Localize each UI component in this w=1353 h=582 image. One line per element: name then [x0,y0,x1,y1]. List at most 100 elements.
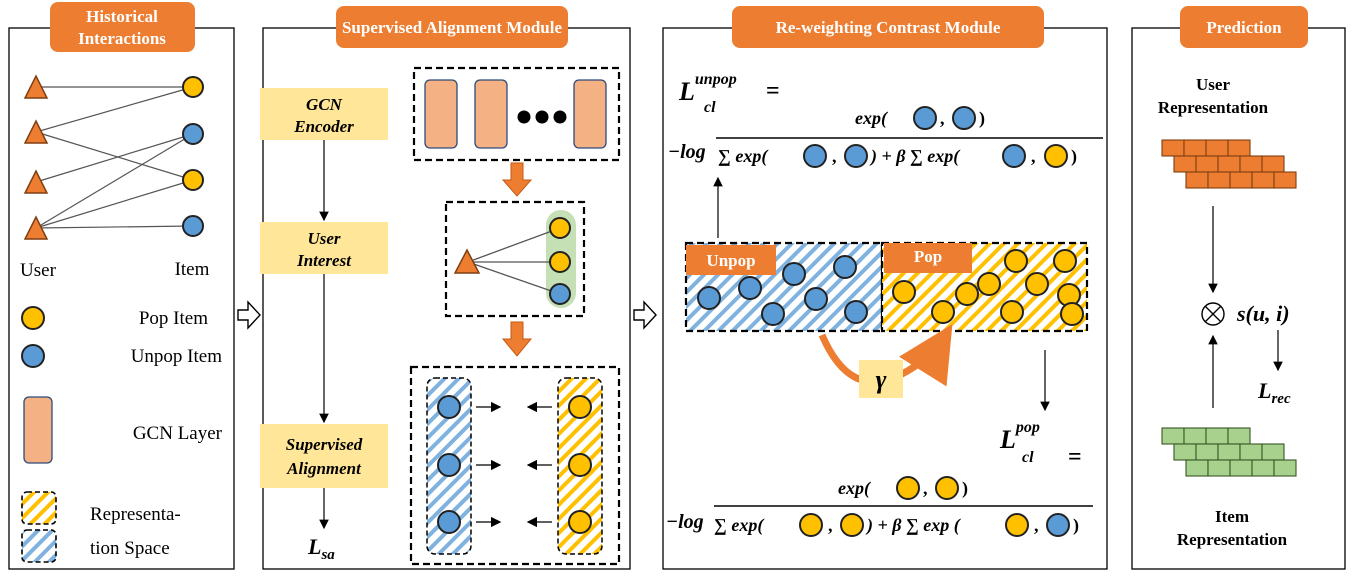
contrast-title: Re-weighting Contrast Module [776,18,1001,37]
score-function: s(u, i) [1236,301,1290,326]
user-rep-line1: User [1196,75,1230,94]
orange-down-arrow-1 [501,162,533,197]
gamma-box [859,360,903,398]
interaction-edges [35,86,194,229]
numer-unpop-b [952,106,976,130]
loss-cl-unpop-sub: cl [704,99,716,116]
unpop-nodes [697,255,868,326]
ellipsis-dot-2 [535,110,549,124]
denom1-comma-1: , [832,146,837,166]
unpop-tag [686,245,776,275]
panel-prediction: Prediction User Representation s(u, i) L… [1131,6,1346,570]
denom1-unpop-c [1002,144,1026,168]
user-embedding-blocks [1161,139,1297,189]
loss-cl-pop: Lpop [999,419,1040,454]
denom-plus-beta-1: ) + β ∑ exp( [869,146,961,167]
legend-user-label: User [20,260,57,281]
denom2-pop-c [1005,513,1029,537]
item-embedding-blocks [1161,427,1297,477]
align-pop-3 [568,510,592,534]
historical-title-line1: Historical [86,7,158,26]
loss-sa: Lsa [307,534,335,563]
supervised-alignment-box [260,424,388,488]
alignment-arrows [476,401,552,528]
item-node-1 [182,76,204,98]
user-rep-line2: Representation [1158,98,1269,117]
loss-cl-pop-sub: cl [1022,449,1034,466]
prediction-title: Prediction [1206,18,1282,37]
item-rep-line1: Item [1215,507,1249,526]
gcn-encoder-line1: GCN [306,95,343,114]
panel-supervised-alignment: Supervised Alignment Module GCN Encoder … [260,6,631,570]
legend-unpop-item: Unpop Item [131,346,223,367]
equals-1: = [766,78,780,104]
numer-exp-1: exp( [855,108,889,129]
item-rep-line2: Representation [1177,530,1288,549]
neg-log-1: −log [668,141,706,163]
gcn-layer-2 [474,79,508,149]
align-unpop-2 [437,453,461,477]
panel-contrast: Re-weighting Contrast Module Lunpop cl =… [662,6,1108,570]
denom1-unpop-b [844,144,868,168]
denom-plus-beta-2: ) + β ∑ exp ( [865,515,962,536]
sup-align-line2: Alignment [286,459,362,478]
denom2-comma-1: , [828,515,833,535]
supervised-title-badge [336,6,568,48]
item-node-3 [182,169,204,191]
gcn-encoder-line2: Encoder [293,117,354,136]
interest-item-2 [549,251,571,273]
user-node-1 [23,74,49,99]
numer-exp-2: exp( [838,478,872,499]
user-node-2 [23,119,49,144]
flow-arrow-2 [633,300,657,330]
numer-close-1: ) [979,108,985,129]
denom2-pop-a [799,513,823,537]
gamma-symbol: γ [876,365,887,394]
flow-arrow-1 [237,300,261,330]
neg-log-2: −log [666,511,704,533]
item-node-4 [182,215,204,237]
pop-item-icon [21,306,45,330]
denom1-close: ) [1071,146,1077,167]
align-pop-2 [568,453,592,477]
orange-down-arrow-2 [501,321,533,357]
ellipsis-dot-1 [517,110,531,124]
numer2-pop-a [896,476,920,500]
numer-unpop-a [913,106,937,130]
interest-user-node [453,248,481,274]
denom1-pop [1044,144,1068,168]
contrast-title-badge [732,6,1044,48]
numer2-pop-b [935,476,959,500]
legend-rep-line2: tion Space [90,538,170,559]
loss-rec: Lrec [1257,378,1291,407]
historical-title-badge [50,2,195,52]
gcn-layer-icon [23,396,53,464]
align-unpop-3 [437,510,461,534]
equals-2: = [1068,444,1082,470]
pop-nodes [892,249,1084,326]
pop-tag [884,243,972,273]
denom2-pop-b [840,513,864,537]
pop-tag-label: Pop [914,247,942,266]
gcn-layer-1 [424,79,458,149]
prediction-title-badge [1180,6,1308,48]
gcn-encoder-box [260,88,388,140]
ellipsis-dot-3 [553,110,567,124]
historical-title-line2: Interactions [78,29,166,48]
legend-gcn-layer: GCN Layer [133,423,223,444]
sup-align-line1: Supervised [286,435,363,454]
user-interest-line1: User [307,229,340,248]
numer2-close: ) [962,478,968,499]
interest-item-1 [549,217,571,239]
denom-sum-1: ∑ exp( [718,146,769,167]
panel-historical: Historical Interactions User Item Pop It… [8,2,235,570]
user-node-3 [23,169,49,194]
legend-rep-line1: Representa- [90,504,181,525]
denom2-comma-2: , [1034,515,1039,535]
denom1-comma-2: , [1031,146,1036,166]
gcn-layer-3 [573,79,607,149]
unpop-tag-label: Unpop [706,251,755,270]
user-interest-line2: Interest [296,251,352,270]
supervised-title: Supervised Alignment Module [342,18,563,37]
